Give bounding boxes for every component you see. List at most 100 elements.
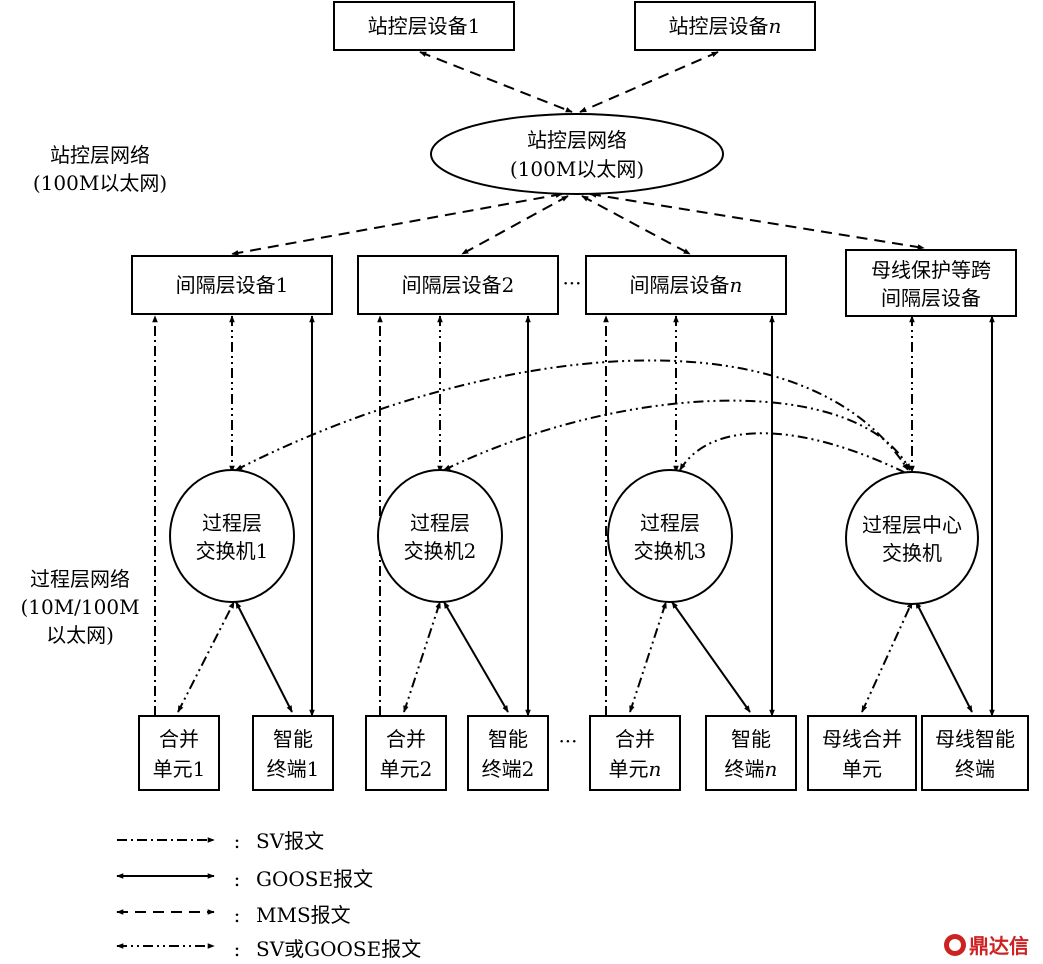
watermark-logo-icon bbox=[944, 933, 966, 956]
watermark: 鼎达信 bbox=[944, 930, 1029, 959]
mms-link-bay1 bbox=[231, 192, 563, 256]
mms-link-bayn bbox=[581, 195, 691, 255]
legend: : SV报文 : GOOSE报文 : MMS报文 : SV或GOOSE报文 bbox=[116, 829, 421, 961]
process-switch-1-line2: 交换机1 bbox=[196, 539, 269, 563]
intelligent-terminal-1-line1: 智能 bbox=[273, 727, 313, 751]
busbar-merging-unit-line1: 母线合并 bbox=[822, 727, 902, 751]
station-device-1-label: 站控层设备1 bbox=[368, 14, 481, 38]
merging-unit-n-box bbox=[589, 715, 681, 791]
watermark-text: 鼎达信 bbox=[969, 934, 1029, 958]
process-switch-3: 过程层 交换机3 bbox=[607, 469, 733, 603]
merging-unit-1: 合并 单元1 bbox=[138, 715, 220, 791]
goose-it1-sw1 bbox=[235, 601, 293, 713]
goose-links bbox=[235, 315, 995, 717]
merging-unit-2-line1: 合并 bbox=[386, 727, 426, 751]
intelligent-terminal-2: 智能 终端2 bbox=[467, 715, 549, 791]
merging-unit-2-box bbox=[365, 715, 447, 791]
bay-ellipsis: ··· bbox=[562, 271, 581, 295]
intelligent-terminal-2-box bbox=[467, 715, 549, 791]
process-switch-1: 过程层 交换机1 bbox=[169, 469, 295, 603]
bay-device-n-label: 间隔层设备n bbox=[630, 273, 743, 297]
legend-mms-label: MMS报文 bbox=[256, 903, 351, 927]
bottom-ellipsis: ··· bbox=[558, 729, 577, 753]
merging-unit-n: 合并 单元n bbox=[589, 715, 681, 791]
intelligent-terminal-2-line1: 智能 bbox=[488, 727, 528, 751]
process-switch-1-ellipse bbox=[169, 469, 295, 603]
mms-link-busbar bbox=[589, 192, 925, 250]
process-switch-3-ellipse bbox=[607, 469, 733, 603]
goose-bit-central bbox=[915, 601, 973, 713]
station-device-1: 站控层设备1 bbox=[333, 1, 515, 51]
process-switch-3-line2: 交换机3 bbox=[634, 539, 707, 563]
station-device-1-box bbox=[333, 1, 515, 51]
bay-device-2-box bbox=[357, 255, 559, 315]
process-central-switch-line2: 交换机 bbox=[882, 541, 942, 565]
merging-unit-2-line2: 单元2 bbox=[380, 757, 433, 781]
station-network-line2: (100M以太网) bbox=[510, 157, 644, 181]
intelligent-terminal-n-line2: 终端n bbox=[725, 757, 778, 781]
process-network-side-label-line2: (10M/100M bbox=[20, 595, 139, 619]
goose-it2-sw2 bbox=[443, 601, 509, 713]
intelligent-terminal-1-box bbox=[252, 715, 334, 791]
busbar-merging-unit-box bbox=[807, 715, 917, 791]
bay-device-n-box bbox=[585, 255, 787, 315]
merging-unit-1-line1: 合并 bbox=[159, 727, 199, 751]
station-network: 站控层网络 (100M以太网) bbox=[430, 113, 724, 195]
goose-itn-sw3 bbox=[671, 601, 751, 713]
busbar-intelligent-terminal-box bbox=[921, 715, 1029, 791]
legend-sv-colon: : bbox=[234, 829, 241, 853]
station-network-side-label-line1: 站控层网络 bbox=[50, 143, 150, 167]
busbar-intelligent-terminal-line2: 终端 bbox=[955, 757, 995, 781]
process-central-switch: 过程层中心 交换机 bbox=[845, 471, 979, 605]
legend-mms-colon: : bbox=[234, 903, 241, 927]
svgoose-sw1-central bbox=[235, 359, 909, 471]
legend-svgoose-label: SV或GOOSE报文 bbox=[256, 937, 421, 961]
bay-device-1: 间隔层设备1 bbox=[131, 255, 333, 315]
legend-goose-label: GOOSE报文 bbox=[256, 867, 373, 891]
merging-unit-1-box bbox=[138, 715, 220, 791]
intelligent-terminal-n-box bbox=[705, 715, 797, 791]
mms-link-station1 bbox=[419, 51, 573, 113]
station-network-ellipse bbox=[430, 113, 724, 195]
busbar-protection-line1: 母线保护等跨 bbox=[871, 258, 991, 282]
intelligent-terminal-2-line2: 终端2 bbox=[482, 757, 535, 781]
merging-unit-2: 合并 单元2 bbox=[365, 715, 447, 791]
process-switch-2-line1: 过程层 bbox=[410, 511, 470, 535]
process-switch-2: 过程层 交换机2 bbox=[377, 469, 503, 603]
bay-device-1-label: 间隔层设备1 bbox=[176, 273, 289, 297]
process-switch-2-ellipse bbox=[377, 469, 503, 603]
svgoose-mu1-sw1 bbox=[177, 601, 235, 713]
legend-goose-colon: : bbox=[234, 867, 241, 891]
process-network-side-label-line3: 以太网) bbox=[46, 623, 114, 647]
process-switch-3-line1: 过程层 bbox=[640, 511, 700, 535]
intelligent-terminal-n: 智能 终端n bbox=[705, 715, 797, 791]
process-central-switch-line1: 过程层中心 bbox=[862, 513, 962, 537]
process-switch-1-line1: 过程层 bbox=[202, 511, 262, 535]
merging-unit-1-line2: 单元1 bbox=[153, 757, 206, 781]
merging-unit-n-line2: 单元n bbox=[609, 757, 662, 781]
svgoose-bmu-central bbox=[861, 601, 913, 713]
busbar-intelligent-terminal-line1: 母线智能 bbox=[935, 727, 1015, 751]
intelligent-terminal-n-line1: 智能 bbox=[731, 727, 771, 751]
mms-links bbox=[231, 51, 925, 256]
busbar-protection-box bbox=[845, 249, 1017, 317]
busbar-merging-unit: 母线合并 单元 bbox=[807, 715, 917, 791]
sv-goose-links bbox=[229, 315, 915, 477]
process-network-side-label-line1: 过程层网络 bbox=[30, 567, 130, 591]
mms-link-bay2 bbox=[461, 195, 569, 255]
intelligent-terminal-1-line2: 终端1 bbox=[267, 757, 320, 781]
station-device-n-label: 站控层设备n bbox=[669, 14, 782, 38]
station-device-n-box bbox=[634, 1, 816, 51]
process-switch-2-line2: 交换机2 bbox=[404, 539, 477, 563]
bay-device-1-box bbox=[131, 255, 333, 315]
station-device-n: 站控层设备n bbox=[634, 1, 816, 51]
bay-device-2-label: 间隔层设备2 bbox=[402, 273, 515, 297]
process-central-switch-ellipse bbox=[845, 471, 979, 605]
legend-sv-label: SV报文 bbox=[256, 829, 324, 853]
bay-device-n: 间隔层设备n bbox=[585, 255, 787, 315]
busbar-protection-line2: 间隔层设备 bbox=[881, 286, 981, 310]
svgoose-mun-sw3 bbox=[629, 601, 667, 713]
mms-link-stationn bbox=[579, 51, 719, 113]
merging-unit-n-line1: 合并 bbox=[615, 727, 655, 751]
